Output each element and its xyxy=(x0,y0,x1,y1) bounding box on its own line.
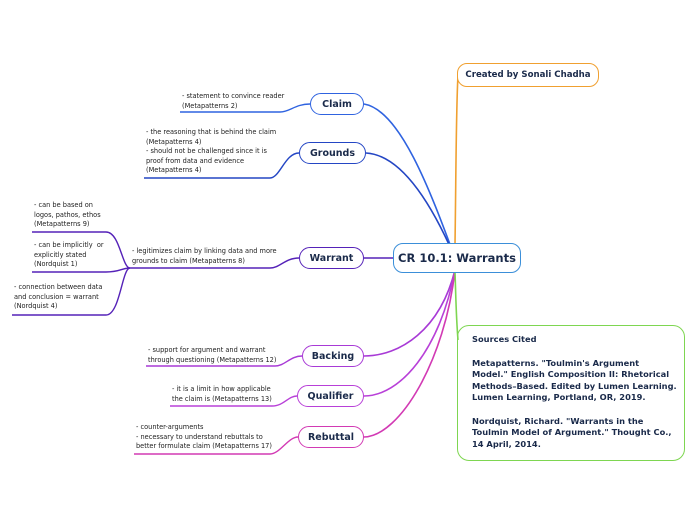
branch-rebuttal[interactable]: Rebuttal xyxy=(298,426,364,448)
connector-central-grounds xyxy=(365,152,456,259)
connector-central-qualifier xyxy=(363,269,456,397)
branch-backing[interactable]: Backing xyxy=(302,345,364,367)
note-qualifier: - it is a limit in how applicable the cl… xyxy=(172,385,272,403)
sources-cited-box[interactable]: Sources Cited Metapatterns. "Toulmin's A… xyxy=(457,325,685,461)
connector-central-credit xyxy=(454,74,459,245)
branch-qualifier[interactable]: Qualifier xyxy=(297,385,364,407)
connector-central-backing xyxy=(363,269,456,357)
note-claim: - statement to convince reader (Metapatt… xyxy=(182,92,285,110)
source-ref-metapatterns: Metapatterns. "Toulmin's Argument Model.… xyxy=(472,357,677,403)
central-topic[interactable]: CR 10.1: Warrants xyxy=(393,243,521,273)
credit-badge: Created by Sonali Chadha xyxy=(457,63,599,87)
note-rebuttal: - counter-arguments - necessary to under… xyxy=(136,423,272,451)
connector-central-rebuttal xyxy=(363,269,456,438)
note-warrant-appeals: - can be based on logos, pathos, ethos (… xyxy=(34,201,101,229)
note-warrant-connection: - connection between data and conclusion… xyxy=(14,283,103,311)
connector-central-sources xyxy=(454,271,459,341)
note-warrant-main: - legitimizes claim by linking data and … xyxy=(132,247,277,265)
note-grounds: - the reasoning that is behind the claim… xyxy=(146,128,277,175)
sources-title: Sources Cited xyxy=(472,334,537,344)
branch-claim[interactable]: Claim xyxy=(310,93,364,115)
note-warrant-implicit: - can be implicitly or explicitly stated… xyxy=(34,241,104,269)
source-ref-nordquist: Nordquist, Richard. "Warrants in the Tou… xyxy=(472,415,672,449)
branch-grounds[interactable]: Grounds xyxy=(299,142,366,164)
connector-central-claim xyxy=(363,103,456,259)
note-backing: - support for argument and warrant throu… xyxy=(148,346,277,364)
branch-warrant[interactable]: Warrant xyxy=(299,247,364,269)
